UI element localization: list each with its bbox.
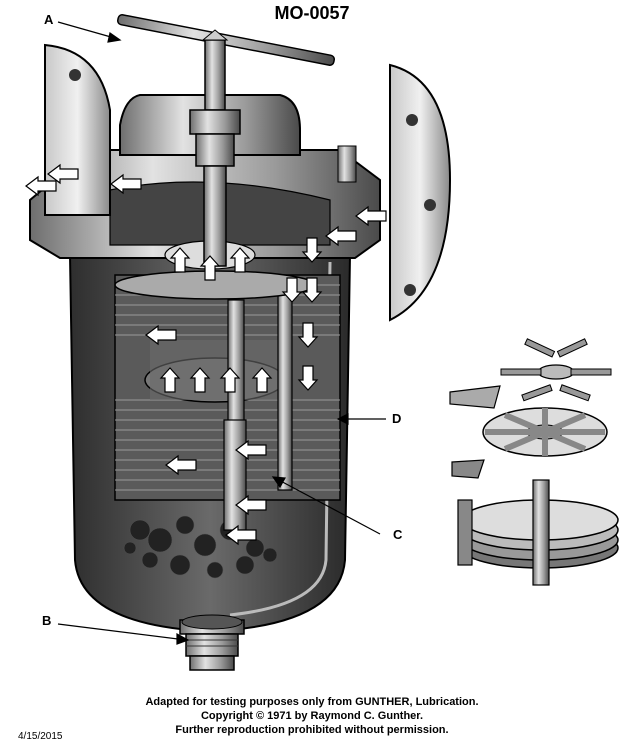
callout-d: D (392, 411, 402, 426)
cleaning-handle (117, 14, 335, 267)
credit-line-3: Further reproduction prohibited without … (175, 724, 449, 736)
credit-line-2: Copyright © 1971 by Raymond C. Gunther. (200, 710, 424, 722)
credits: Adapted for testing purposes only from G… (0, 695, 624, 737)
callout-b: B (42, 613, 52, 628)
spider-part (500, 338, 612, 402)
spacer-disc-part (482, 407, 608, 457)
page-title: MO-0057 (274, 3, 350, 23)
filter-disc-stack (114, 270, 341, 531)
assembled-disc-part (457, 479, 619, 586)
cleaner-blade-part (449, 385, 501, 409)
inlet-flange (389, 63, 452, 322)
exploded-parts (449, 338, 619, 586)
leader-lines (57, 21, 386, 645)
credit-line-1: Adapted for testing purposes only from G… (145, 696, 479, 708)
drain-plug (179, 614, 245, 671)
callout-a: A (44, 12, 54, 27)
date-stamp: 4/15/2015 (18, 731, 63, 742)
cleaner-blade-part (451, 459, 485, 479)
callout-c: C (393, 527, 403, 542)
